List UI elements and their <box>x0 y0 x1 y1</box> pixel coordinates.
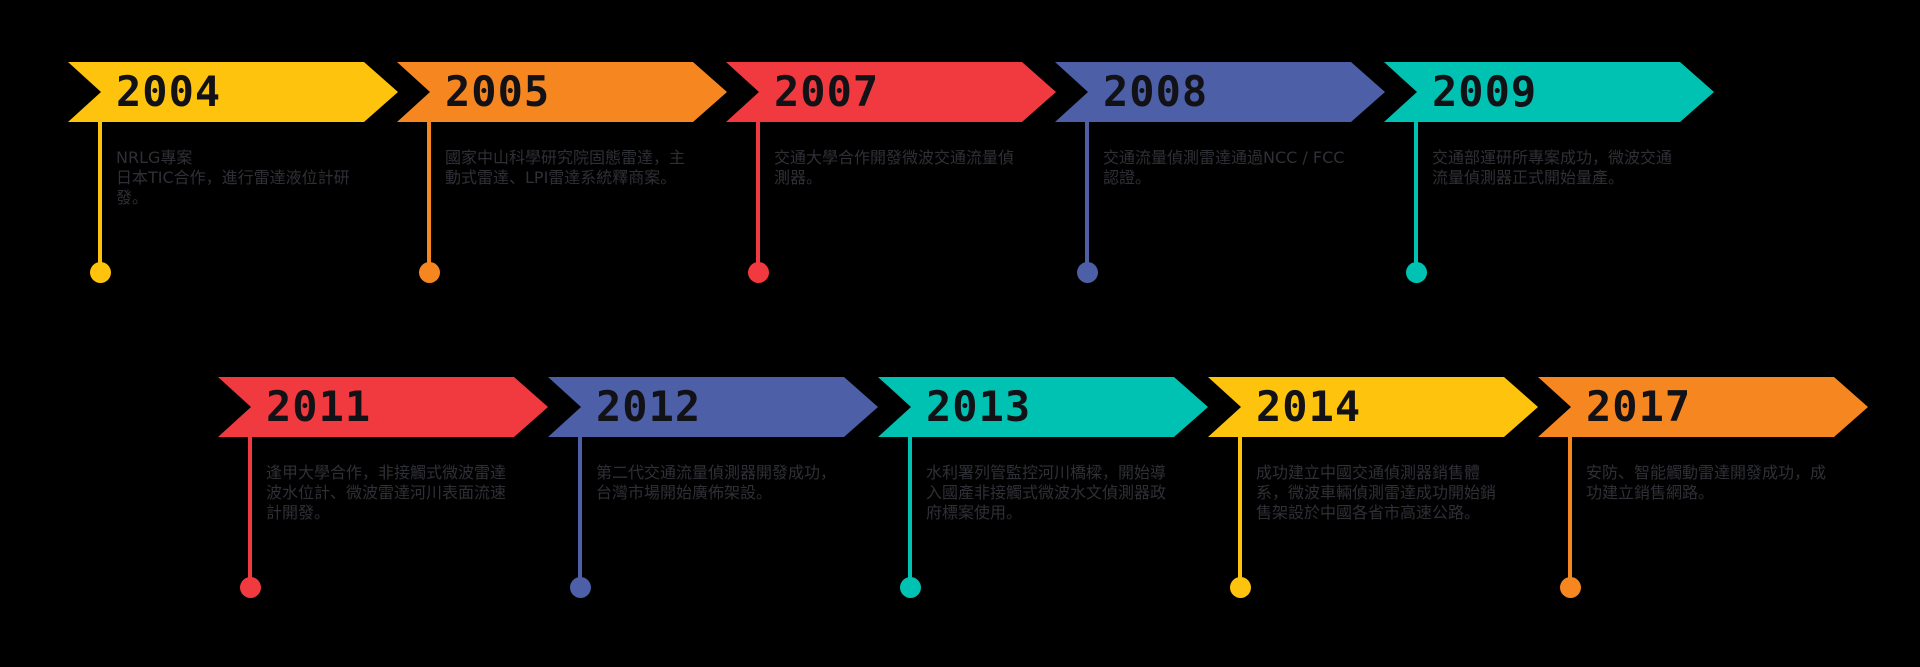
milestone-description: 逢甲大學合作，非接觸式微波雷達波水位計、微波雷達河川表面流速計開發。 <box>266 463 507 522</box>
stem-line <box>1568 437 1572 579</box>
year-label: 2004 <box>116 67 222 116</box>
timeline-infographic: 2004 NRLG專案 日本TIC合作，進行雷達液位計研發。 2005 國家中山… <box>68 62 1868 598</box>
year-label: 2011 <box>266 382 372 431</box>
stem-line <box>1238 437 1242 579</box>
timeline-dot <box>1406 262 1427 283</box>
timeline-dot <box>748 262 769 283</box>
timeline-dot <box>90 262 111 283</box>
timeline-item: 2008 交通流量偵測雷達通過NCC / FCC認證。 <box>1055 62 1385 352</box>
year-label: 2013 <box>926 382 1032 431</box>
timeline-item: 2017 安防、智能觸動雷達開發成功，成功建立銷售網路。 <box>1538 377 1868 667</box>
timeline-item: 2014 成功建立中國交通偵測器銷售體系，微波車輛偵測雷達成功開始銷售架設於中國… <box>1208 377 1538 667</box>
year-banner: 2012 <box>548 377 878 437</box>
milestone-description: 交通流量偵測雷達通過NCC / FCC認證。 <box>1103 148 1345 187</box>
timeline-item: 2013 水利署列管監控河川橋樑，開始導入國產非接觸式微波水文偵測器政府標案使用… <box>878 377 1208 667</box>
year-label: 2008 <box>1103 67 1209 116</box>
milestone-description: 第二代交通流量偵測器開發成功，台灣市場開始廣佈架設。 <box>596 463 837 502</box>
stem-line <box>1085 122 1089 264</box>
stem-line <box>578 437 582 579</box>
year-banner: 2017 <box>1538 377 1868 437</box>
timeline-item: 2011 逢甲大學合作，非接觸式微波雷達波水位計、微波雷達河川表面流速計開發。 <box>218 377 548 667</box>
year-label: 2012 <box>596 382 702 431</box>
year-banner: 2004 <box>68 62 398 122</box>
stem-line <box>908 437 912 579</box>
year-banner: 2011 <box>218 377 548 437</box>
year-label: 2017 <box>1586 382 1692 431</box>
timeline-dot <box>1560 577 1581 598</box>
year-label: 2009 <box>1432 67 1538 116</box>
timeline-dot <box>1230 577 1251 598</box>
year-banner: 2014 <box>1208 377 1538 437</box>
stem-line <box>1414 122 1418 264</box>
timeline-dot <box>570 577 591 598</box>
milestone-description: 水利署列管監控河川橋樑，開始導入國產非接觸式微波水文偵測器政府標案使用。 <box>926 463 1167 522</box>
stem-line <box>98 122 102 264</box>
stem-line <box>427 122 431 264</box>
timeline-item: 2004 NRLG專案 日本TIC合作，進行雷達液位計研發。 <box>68 62 398 352</box>
stem-line <box>756 122 760 264</box>
timeline-dot <box>1077 262 1098 283</box>
timeline-item: 2007 交通大學合作開發微波交通流量偵測器。 <box>726 62 1056 352</box>
milestone-description: 交通部運研所專案成功，微波交通流量偵測器正式開始量產。 <box>1432 148 1673 187</box>
year-label: 2014 <box>1256 382 1362 431</box>
milestone-description: NRLG專案 日本TIC合作，進行雷達液位計研發。 <box>116 148 350 207</box>
stem-line <box>248 437 252 579</box>
year-banner: 2005 <box>397 62 727 122</box>
year-label: 2005 <box>445 67 551 116</box>
timeline-dot <box>900 577 921 598</box>
year-banner: 2009 <box>1384 62 1714 122</box>
year-banner: 2008 <box>1055 62 1385 122</box>
timeline-item: 2005 國家中山科學研究院固態雷達，主動式雷達、LPI雷達系統釋商案。 <box>397 62 727 352</box>
milestone-description: 成功建立中國交通偵測器銷售體系，微波車輛偵測雷達成功開始銷售架設於中國各省市高速… <box>1256 463 1497 522</box>
milestone-description: 安防、智能觸動雷達開發成功，成功建立銷售網路。 <box>1586 463 1827 502</box>
timeline-item: 2009 交通部運研所專案成功，微波交通流量偵測器正式開始量產。 <box>1384 62 1714 352</box>
year-banner: 2007 <box>726 62 1056 122</box>
year-label: 2007 <box>774 67 880 116</box>
timeline-item: 2012 第二代交通流量偵測器開發成功，台灣市場開始廣佈架設。 <box>548 377 878 667</box>
milestone-description: 交通大學合作開發微波交通流量偵測器。 <box>774 148 1015 187</box>
timeline-dot <box>240 577 261 598</box>
year-banner: 2013 <box>878 377 1208 437</box>
milestone-description: 國家中山科學研究院固態雷達，主動式雷達、LPI雷達系統釋商案。 <box>445 148 686 187</box>
timeline-dot <box>419 262 440 283</box>
